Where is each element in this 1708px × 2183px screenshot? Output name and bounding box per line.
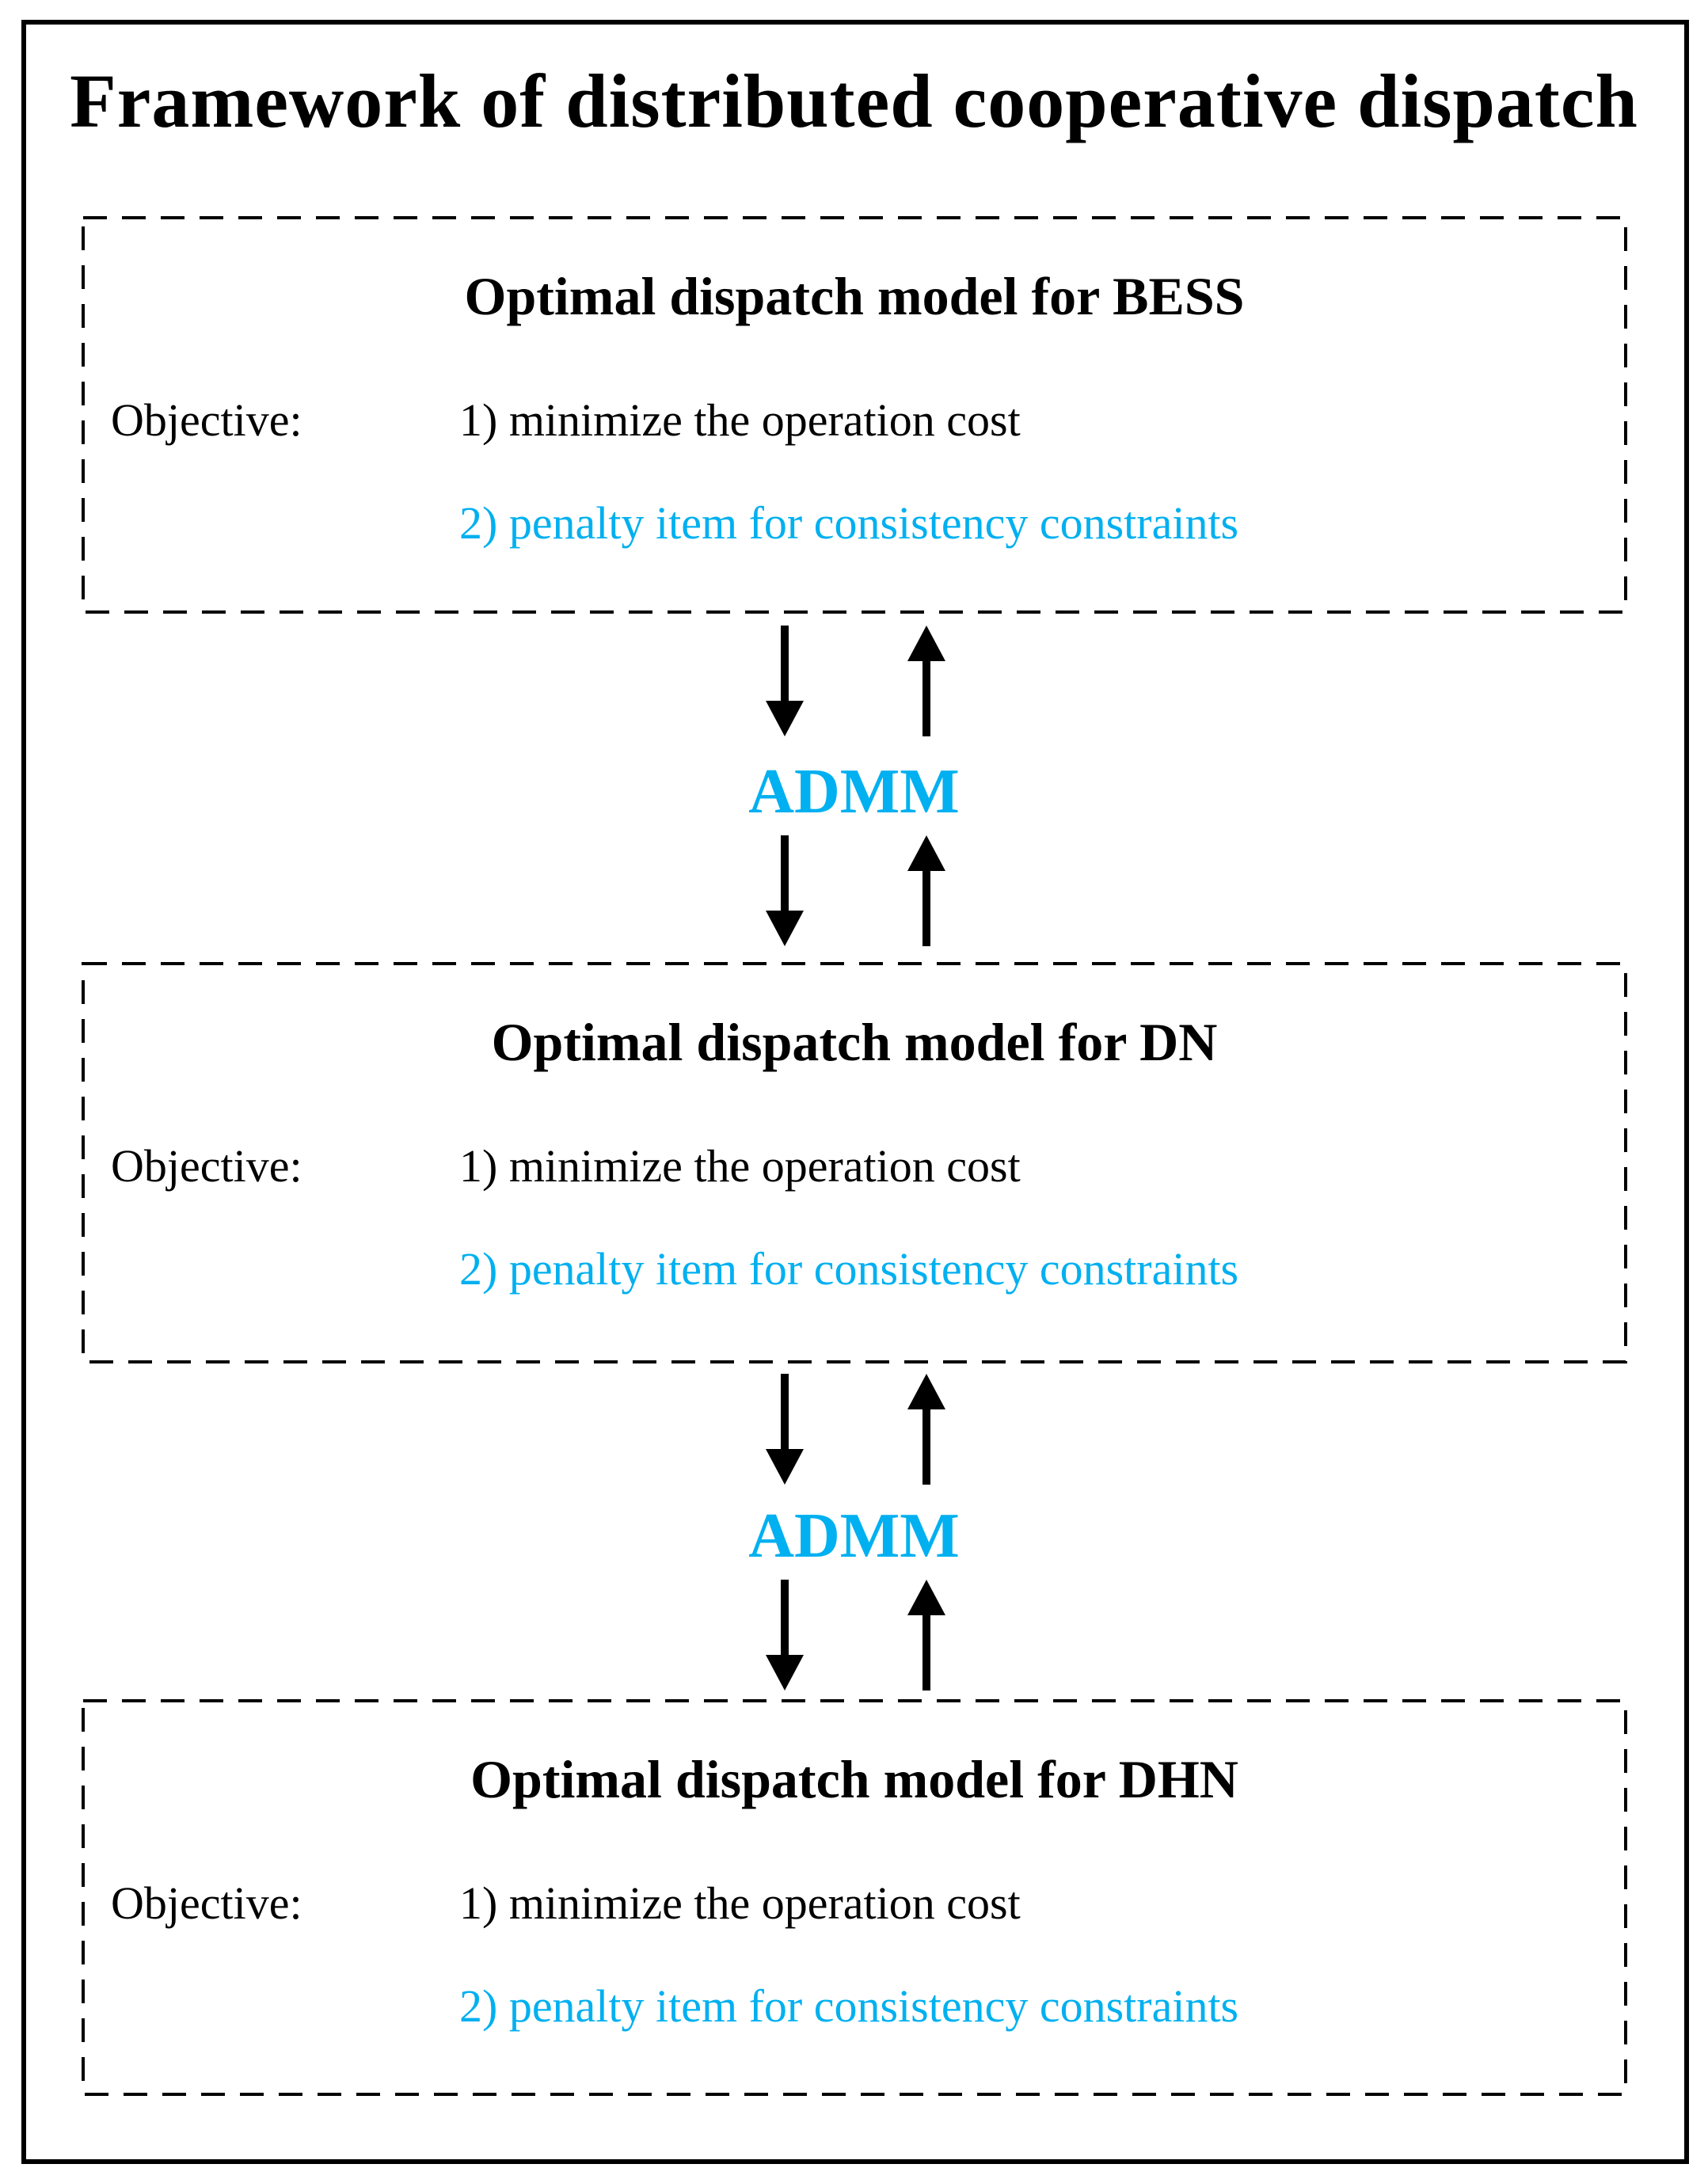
up-arrow-icon (907, 626, 945, 736)
objective-label: Objective: (111, 394, 302, 446)
admm-connector-2: ADMM (0, 1370, 1708, 1699)
objective-item-2: 2) penalty item for consistency constrai… (459, 1980, 1239, 2032)
objective-item-1: 1) minimize the operation cost (459, 1877, 1021, 1929)
up-arrow-icon (907, 1580, 945, 1690)
admm-label: ADMM (748, 1501, 960, 1571)
diagram-title: Framework of distributed cooperative dis… (70, 59, 1638, 143)
down-arrow-icon (766, 626, 804, 736)
outer-frame (21, 20, 1689, 2164)
up-arrow-icon (907, 1374, 945, 1485)
admm-connector-1: ADMM (0, 624, 1708, 962)
box-title: Optimal dispatch model for DHN (470, 1749, 1238, 1809)
objective-item-1: 1) minimize the operation cost (459, 1140, 1021, 1192)
down-arrow-icon (766, 1580, 804, 1690)
box-title: Optimal dispatch model for BESS (464, 266, 1245, 326)
objective-item-1: 1) minimize the operation cost (459, 394, 1021, 446)
objective-item-2: 2) penalty item for consistency constrai… (459, 497, 1239, 549)
up-arrow-icon (907, 835, 945, 946)
bess-model-box: Optimal dispatch model for BESS Objectiv… (82, 216, 1627, 614)
box-title: Optimal dispatch model for DN (491, 1012, 1218, 1072)
dn-model-box: Optimal dispatch model for DN Objective:… (82, 962, 1627, 1363)
objective-item-2: 2) penalty item for consistency constrai… (459, 1243, 1239, 1295)
down-arrow-icon (766, 835, 804, 946)
admm-label: ADMM (748, 757, 960, 827)
objective-label: Objective: (111, 1140, 302, 1192)
dhn-model-box: Optimal dispatch model for DHN Objective… (82, 1699, 1627, 2096)
down-arrow-icon (766, 1374, 804, 1485)
objective-label: Objective: (111, 1877, 302, 1929)
